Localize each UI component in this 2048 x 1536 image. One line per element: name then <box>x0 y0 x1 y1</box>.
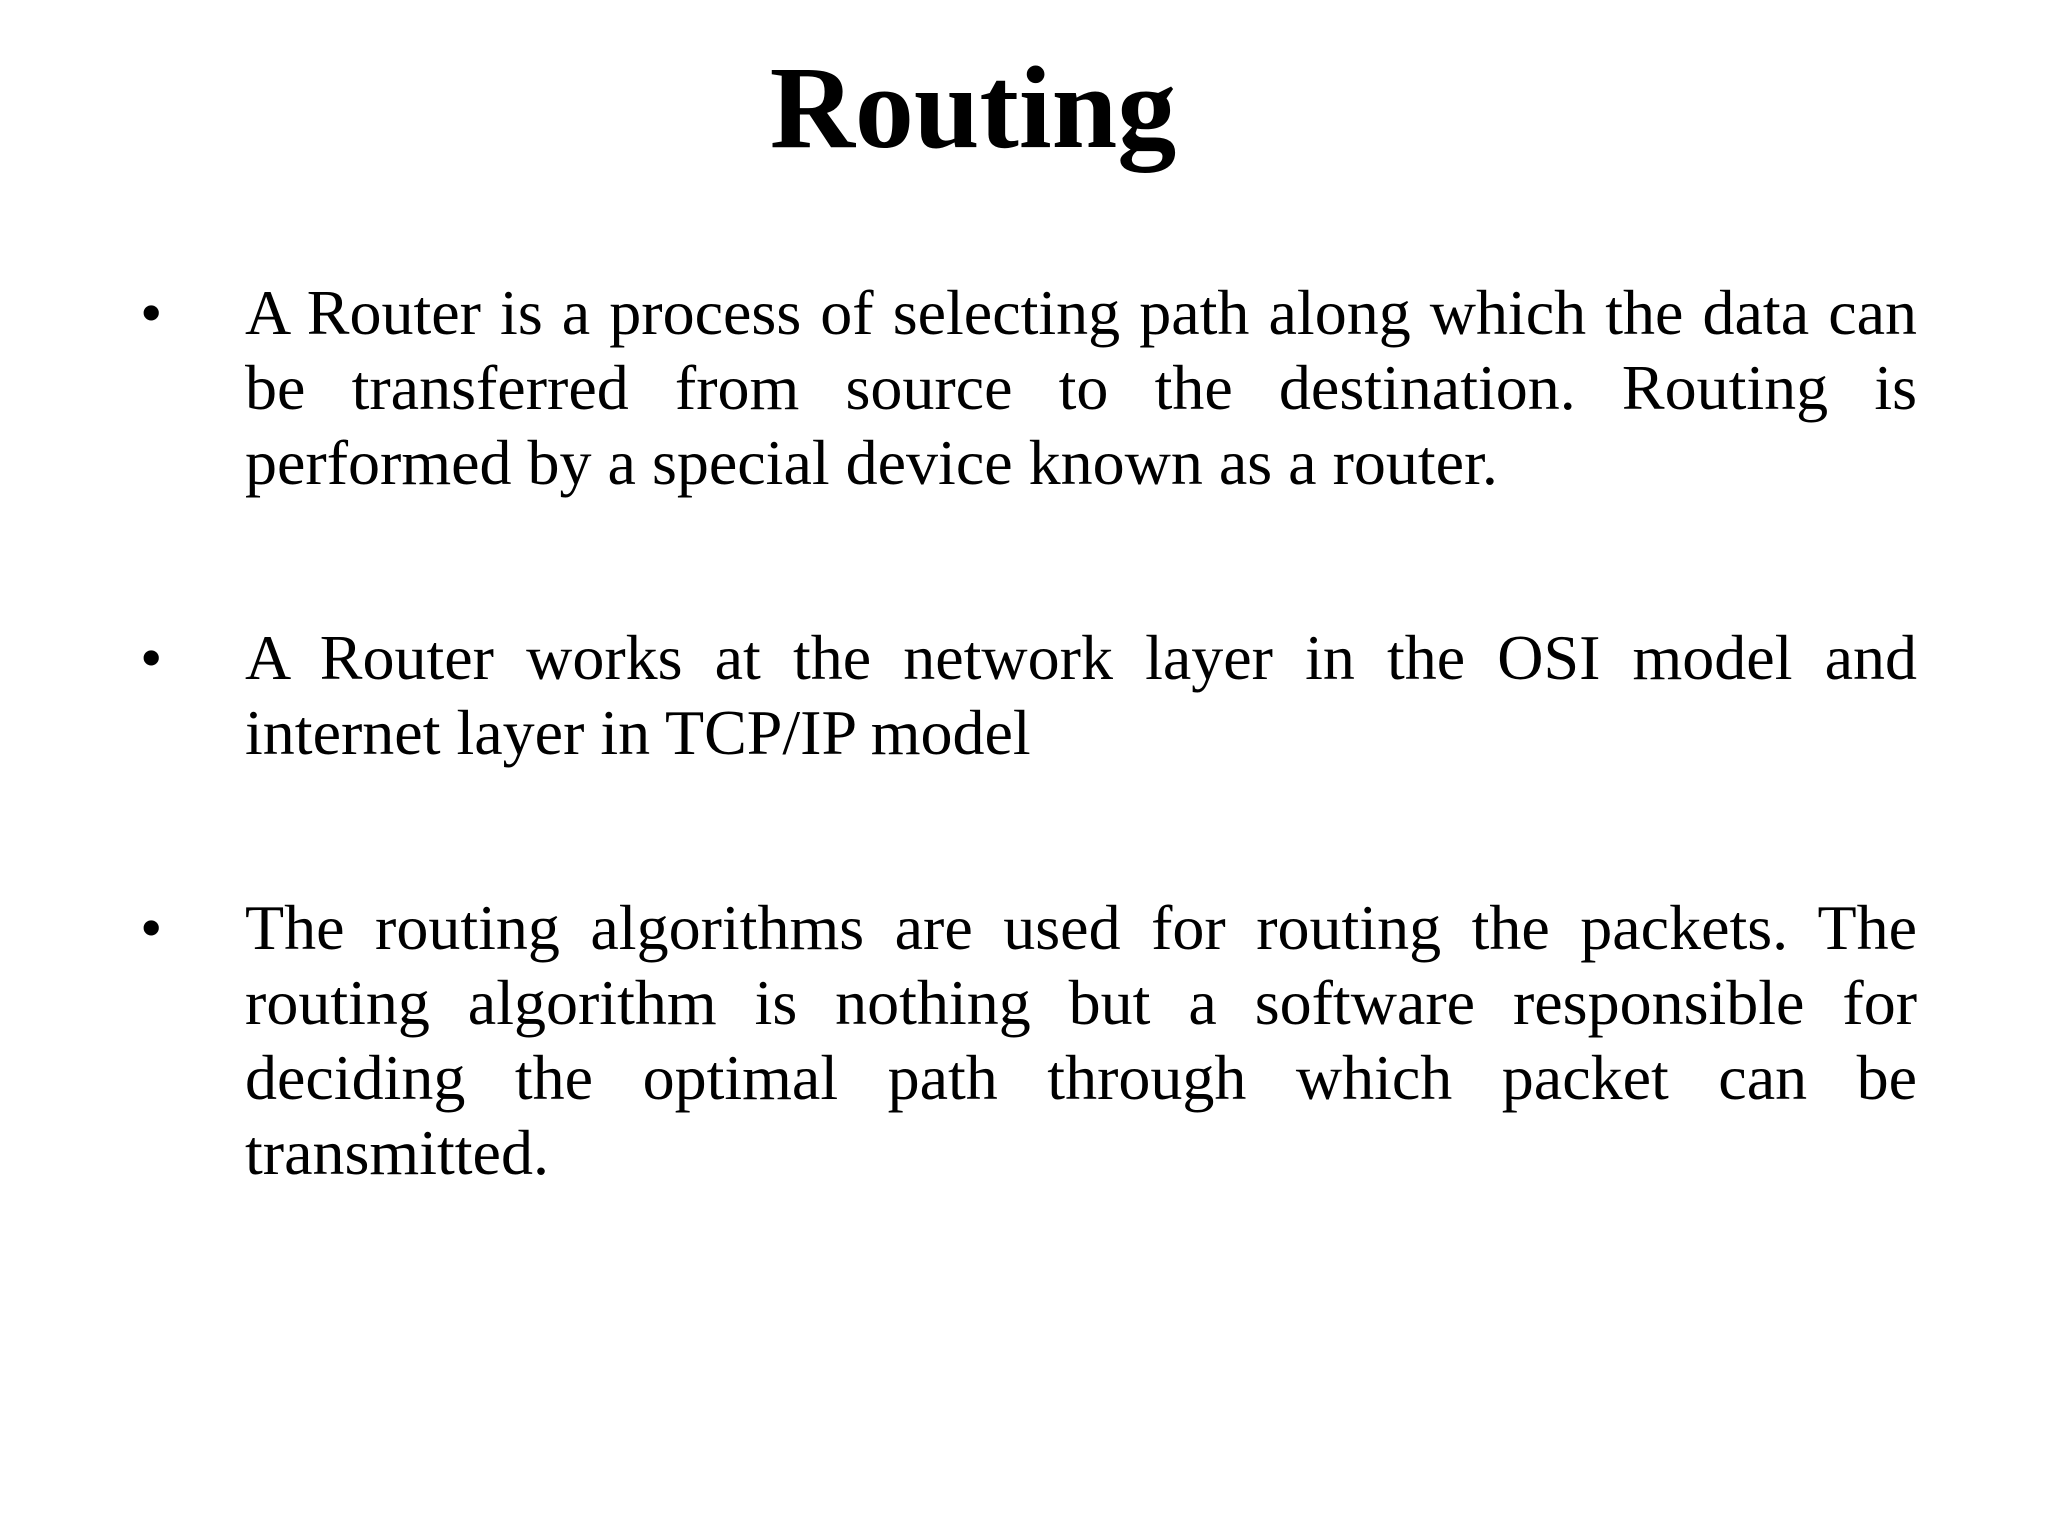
bullet-text: The routing algorithms are used for rout… <box>245 892 1917 1188</box>
bullet-text: A Router is a process of selecting path … <box>245 277 1917 498</box>
bullet-marker: • <box>140 622 163 693</box>
bullet-marker: • <box>140 892 163 963</box>
bullet-text: A Router works at the network layer in t… <box>245 622 1917 768</box>
bullet-marker: • <box>140 277 163 348</box>
slide-title: Routing <box>769 42 1177 173</box>
